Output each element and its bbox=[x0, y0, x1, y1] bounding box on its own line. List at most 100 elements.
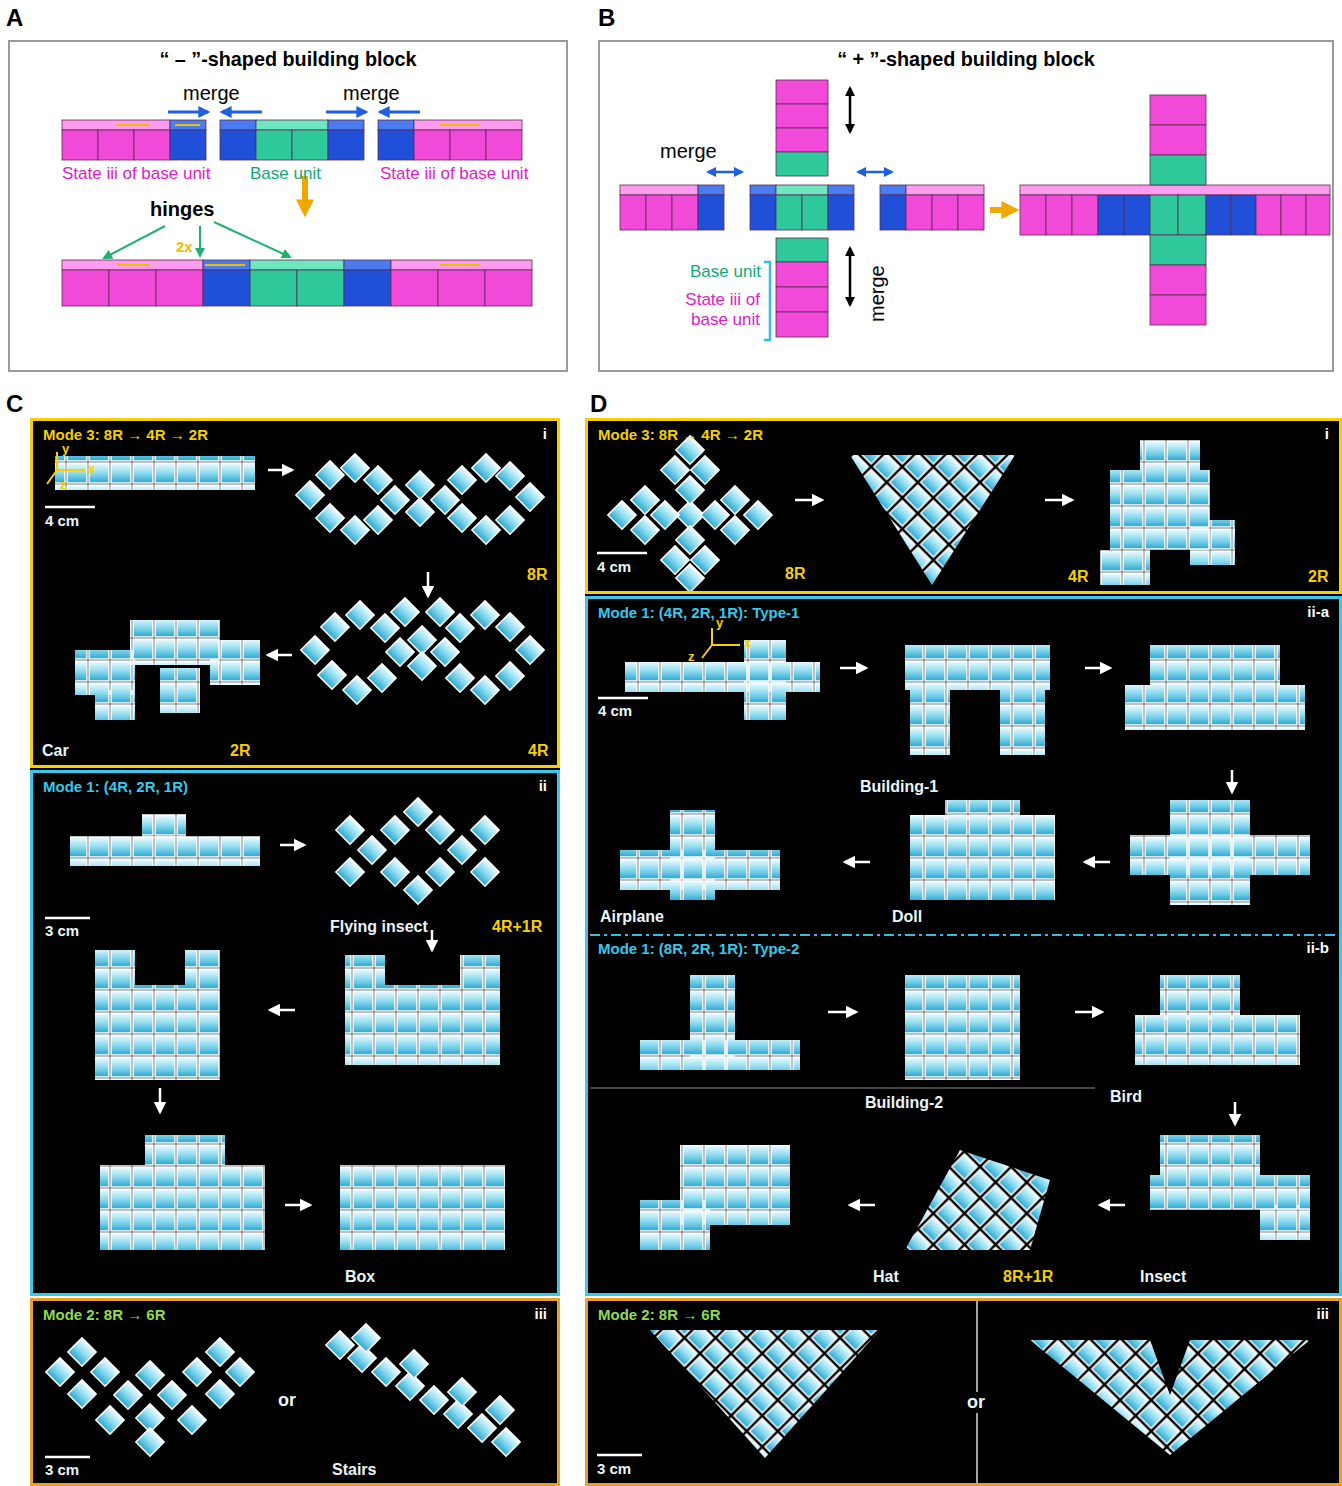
sequence-arrows-part bbox=[268, 654, 292, 657]
photo-panel: Mode 1: (8R, 2R, 1R): Type-2ii-b bbox=[585, 935, 1342, 1296]
minus-block-drawing-part bbox=[485, 270, 532, 306]
figure-label: Hat bbox=[873, 1268, 899, 1286]
photo-cube-assemblies-part bbox=[346, 601, 374, 629]
photo-cube-assemblies-part bbox=[471, 676, 499, 704]
photo-cube-assemblies-part bbox=[381, 816, 409, 844]
figure-label: Stairs bbox=[332, 1461, 376, 1479]
hinge-marks-part bbox=[440, 264, 480, 266]
photo-cube-assemblies-part bbox=[631, 516, 659, 544]
photo-grounds-part bbox=[585, 418, 1342, 1296]
plus-block-drawing-part bbox=[1046, 195, 1072, 235]
photo-cube-assemblies-part bbox=[1160, 975, 1240, 1020]
photo-cube-assemblies-part bbox=[448, 504, 476, 532]
minus-block-drawing-part bbox=[344, 270, 391, 306]
sequence-arrows-part bbox=[840, 667, 866, 670]
photo-cube-assemblies-part bbox=[492, 1428, 520, 1456]
photo-cube-assemblies-part bbox=[91, 1358, 119, 1386]
figure-label: merge bbox=[343, 82, 400, 105]
minus-block-drawing-part bbox=[328, 130, 364, 160]
plus-block-drawing-part bbox=[698, 185, 724, 195]
minus-block-drawing-part bbox=[250, 270, 297, 306]
photo-cube-assemblies-part bbox=[145, 1135, 225, 1165]
photo-cube-assemblies-part bbox=[608, 501, 636, 529]
photo-cube-assemblies-part bbox=[468, 1414, 496, 1442]
photo-cube-assemblies-part bbox=[460, 955, 500, 985]
scale-bars-part bbox=[597, 552, 647, 555]
photo-cube-assemblies-part bbox=[130, 620, 220, 665]
figure-label: Car bbox=[42, 742, 69, 760]
photo-cube-assemblies-part bbox=[336, 816, 364, 844]
photo-cube-assemblies-part bbox=[905, 645, 1050, 690]
photo-cube-assemblies-part bbox=[391, 598, 419, 626]
photo-cube-assemblies-part bbox=[496, 462, 524, 490]
scale-bars-part bbox=[597, 1454, 642, 1457]
scale-bars-part bbox=[45, 1456, 90, 1459]
plus-merge-arrows-part bbox=[708, 171, 742, 174]
figure-label: 2R bbox=[230, 742, 250, 760]
sequence-arrows-part bbox=[1045, 499, 1072, 502]
sequence-arrows-part bbox=[828, 1011, 856, 1014]
photo-cube-assemblies-part bbox=[316, 461, 344, 489]
figure-label: 8R bbox=[785, 565, 805, 583]
photo-cube-assemblies-part bbox=[136, 1428, 164, 1456]
figure-label: 4 cm bbox=[597, 558, 631, 575]
photo-cube-assemblies-part bbox=[396, 1372, 424, 1400]
figure-label: 3 cm bbox=[45, 922, 79, 939]
figure-label: 4 cm bbox=[598, 702, 632, 719]
plus-block-drawing-part bbox=[776, 262, 828, 287]
axis-triads-part bbox=[702, 645, 712, 658]
figure-label: x bbox=[744, 636, 751, 651]
merge-arrows-part bbox=[326, 111, 366, 114]
sequence-arrows-part bbox=[1234, 1102, 1237, 1124]
plus-block-drawing-part bbox=[880, 185, 906, 195]
plus-block-drawing-part bbox=[776, 287, 828, 312]
figure-label: or bbox=[964, 1392, 988, 1413]
figure-label: Insect bbox=[1140, 1268, 1186, 1286]
sub-panel-number: ii-a bbox=[1307, 603, 1329, 620]
plus-block-drawing-part bbox=[1150, 195, 1178, 235]
sequence-arrows-part bbox=[270, 1009, 295, 1012]
panel-title: “ + ”-shaped building block bbox=[600, 48, 1332, 71]
photo-cube-assemblies-part bbox=[68, 1338, 96, 1366]
sequence-arrows-part bbox=[280, 844, 304, 847]
figure-label: Base unit bbox=[250, 164, 321, 184]
sub-panel-number: ii bbox=[539, 777, 547, 794]
photo-cube-assemblies-part bbox=[404, 876, 432, 904]
minus-block-drawing-part bbox=[203, 270, 250, 306]
panel-title: Mode 1: (4R, 2R, 1R) bbox=[43, 778, 188, 795]
minus-block-drawing-part bbox=[391, 270, 438, 306]
minus-block-drawing-part bbox=[170, 130, 206, 160]
photo-cube-assemblies-part bbox=[640, 1200, 710, 1250]
scale-bars-part bbox=[598, 697, 648, 700]
photo-cube-assemblies-part bbox=[426, 858, 454, 886]
photo-cube-assemblies-part bbox=[850, 455, 1015, 585]
minus-block-drawing-part bbox=[256, 120, 328, 130]
plus-merge-arrows-part bbox=[764, 262, 770, 340]
panel-title: Mode 2: 8R → 6R bbox=[43, 1306, 166, 1323]
plus-block-drawing-part bbox=[776, 185, 828, 195]
photo-cube-assemblies-part bbox=[46, 1358, 74, 1386]
plus-block-drawing-part bbox=[620, 185, 698, 195]
plus-block-drawing-part bbox=[958, 195, 984, 230]
plus-block-drawing-part bbox=[776, 128, 828, 152]
figure-label: 3 cm bbox=[45, 1461, 79, 1478]
photo-cube-assemblies-part bbox=[1140, 440, 1200, 470]
photo-cube-assemblies-part bbox=[1150, 1175, 1310, 1210]
figure-label: or bbox=[278, 1390, 296, 1411]
photo-cube-assemblies-part bbox=[1100, 550, 1150, 585]
figure-label: Building-1 bbox=[860, 778, 938, 796]
photo-cube-assemblies-part bbox=[206, 1380, 234, 1408]
minus-block-drawing-part bbox=[62, 270, 109, 306]
photo-cube-assemblies-part bbox=[721, 516, 749, 544]
photo-cube-assemblies-part bbox=[210, 640, 260, 685]
photo-cube-assemblies-part bbox=[631, 486, 659, 514]
figure-label: 8R bbox=[527, 566, 547, 584]
photo-cube-assemblies-part bbox=[471, 858, 499, 886]
plus-block-drawing-part bbox=[776, 195, 802, 230]
photo-cube-assemblies-part bbox=[1190, 520, 1235, 565]
plus-block-drawing-part bbox=[1150, 155, 1206, 185]
photo-cube-assemblies-part bbox=[206, 1338, 234, 1366]
photo-cube-assemblies-part bbox=[650, 1330, 880, 1458]
axis-triads-part bbox=[57, 469, 85, 471]
photo-cube-assemblies-part bbox=[345, 955, 385, 985]
